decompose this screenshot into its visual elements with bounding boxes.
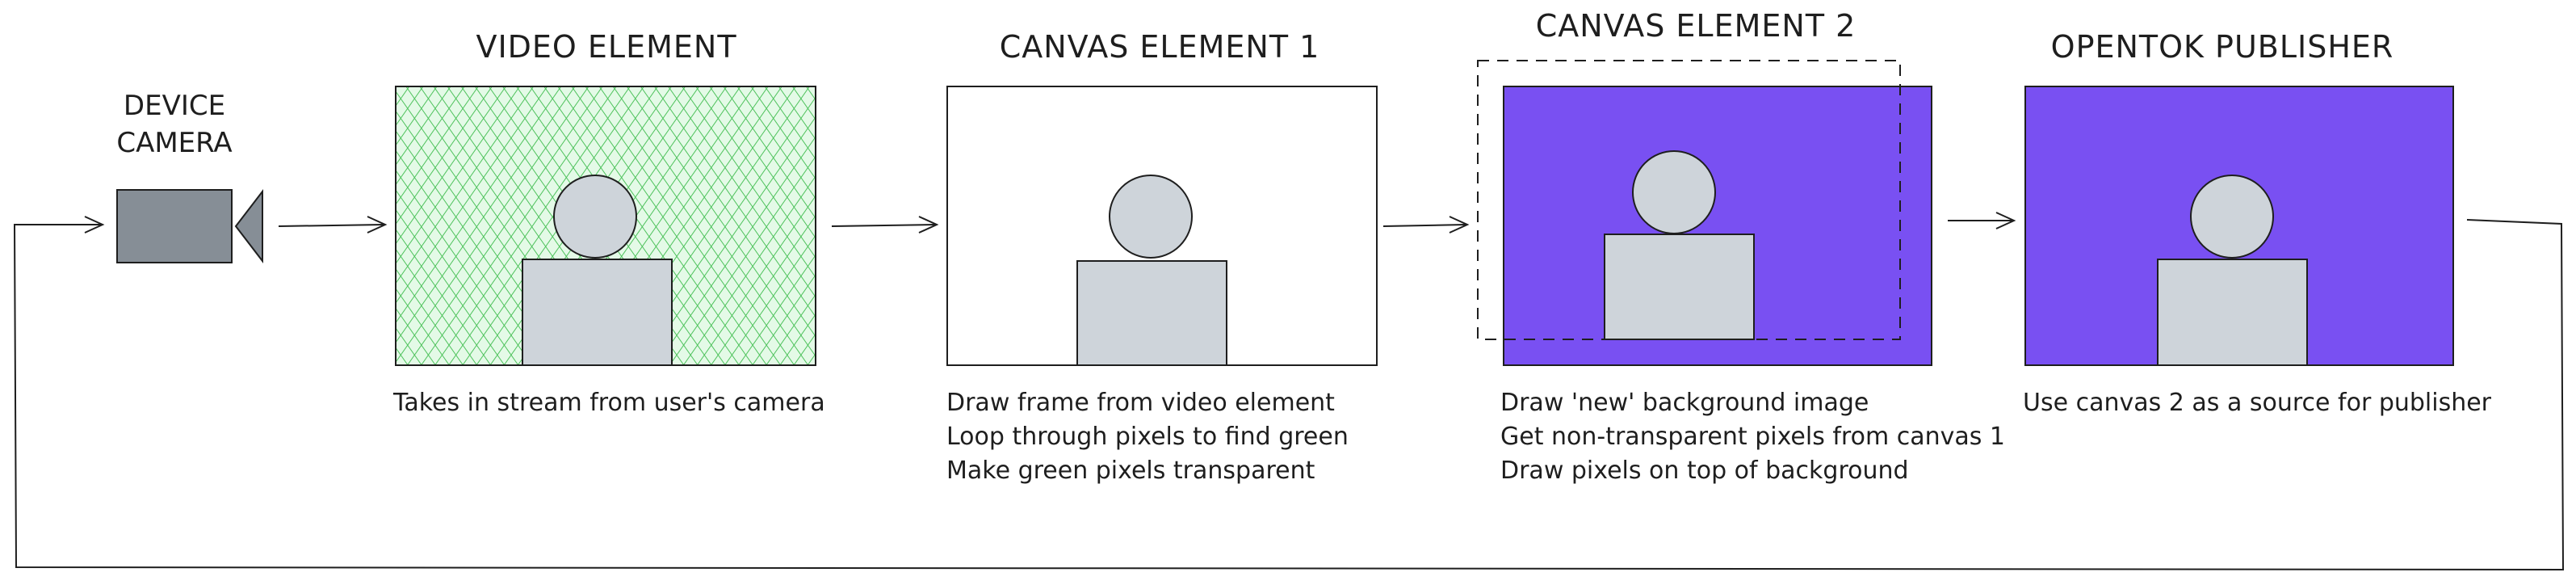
description-line: Takes in stream from user's camera: [393, 389, 825, 417]
description-line: Loop through pixels to find green: [946, 423, 1349, 451]
person-figure: [1076, 175, 1227, 366]
arrow-canvas1-to-canvas2: [1382, 216, 1470, 234]
arrow-video-to-canvas1: [831, 216, 939, 234]
camera-label-line2: CAMERA: [116, 127, 233, 159]
opentok-publisher-title: OPENTOK PUBLISHER: [2050, 29, 2394, 65]
canvas-element-2-description: Draw 'new' background image Get non-tran…: [1500, 386, 2005, 488]
person-figure: [2157, 175, 2308, 366]
opentok-publisher-description: Use canvas 2 as a source for publisher: [2023, 386, 2491, 420]
description-line: Draw pixels on top of background: [1500, 457, 1909, 485]
camera-label-line1: DEVICE: [123, 90, 226, 122]
description-line: Get non-transparent pixels from canvas 1: [1500, 423, 2006, 451]
loop-arrow: [13, 216, 2565, 571]
description-line: Make green pixels transparent: [946, 457, 1315, 485]
video-element-description: Takes in stream from user's camera: [393, 386, 825, 420]
canvas-element-1-description: Draw frame from video element Loop throu…: [946, 386, 1349, 488]
person-figure: [1604, 150, 1755, 340]
person-figure: [522, 175, 673, 366]
description-line: Use canvas 2 as a source for publisher: [2023, 389, 2492, 417]
camera-icon: [116, 189, 263, 263]
description-line: Draw frame from video element: [946, 389, 1335, 417]
canvas-element-2-title: CANVAS ELEMENT 2: [1535, 8, 1856, 44]
arrow-canvas2-to-publisher: [1948, 212, 2016, 229]
canvas-element-1-title: CANVAS ELEMENT 1: [999, 29, 1320, 65]
description-line: Draw 'new' background image: [1500, 389, 1869, 417]
arrow-camera-to-video: [278, 216, 388, 234]
camera-label: DEVICE CAMERA: [116, 87, 232, 162]
video-element-title: VIDEO ELEMENT: [476, 29, 737, 65]
